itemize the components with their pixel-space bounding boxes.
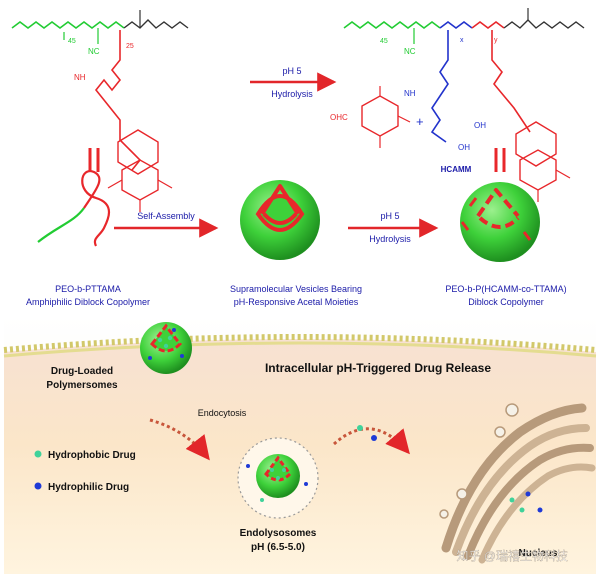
drug-loaded-polymersome — [140, 322, 192, 374]
vesicle-center — [240, 180, 320, 260]
left-sub-45: 45 — [68, 38, 76, 45]
right-caption-line2: Diblock Copolymer — [468, 297, 544, 307]
drug-loaded-label-line1: Drug-Loaded — [51, 366, 113, 377]
left-caption-line2: Amphiphilic Diblock Copolymer — [26, 297, 150, 307]
legend-hydrophilic-label: Hydrophilic Drug — [48, 482, 129, 493]
endolysosome — [237, 437, 319, 519]
right-sub-45: 45 — [380, 38, 388, 45]
legend: Hydrophobic Drug Hydrophilic Drug — [34, 450, 136, 493]
release-arrow-group — [333, 425, 410, 455]
right-caption-line1: PEO-b-P(HCAMM-co-TTAMA) — [445, 284, 566, 294]
top-hydrolysis-arrow: pH 5 Hydrolysis — [250, 66, 337, 99]
self-assembly-label: Self-Assembly — [137, 211, 195, 221]
top-arrow-label-hydrolysis: Hydrolysis — [271, 89, 313, 99]
cell-title: Intracellular pH-Triggered Drug Release — [265, 361, 491, 375]
endolysosomes-label-line1: Endolysosomes — [240, 528, 317, 539]
reaction-plus: + — [416, 114, 424, 129]
equivalence-mark-right — [494, 148, 506, 172]
endocytosis-arrow — [149, 418, 210, 461]
drug-loaded-label-line2: Polymersomes — [46, 380, 118, 391]
right-sub-y: y — [494, 37, 498, 44]
nucleus-label: Nucleus — [519, 548, 558, 559]
watermark: 知乎 @瑞禧生物科技 — [456, 549, 568, 563]
self-assembly-arrow: Self-Assembly — [114, 211, 219, 238]
left-sub-25: 25 — [126, 43, 134, 50]
left-polymer-structure: 45 NC 25 NH — [11, 10, 189, 212]
middle-hydrolysis-arrow: pH 5 Hydrolysis — [348, 211, 439, 244]
legend-hydrophobic-dot — [34, 450, 42, 458]
right-nc: NC — [404, 47, 416, 56]
golgi-er-organelle — [439, 403, 596, 564]
legend-hydrophobic-label: Hydrophobic Drug — [48, 450, 136, 461]
right-oh-2: OH — [458, 143, 470, 152]
middle-arrow-label-ph: pH 5 — [380, 211, 399, 221]
left-caption-line1: PEO-b-PTTAMA — [55, 284, 121, 294]
right-oh-1: OH — [474, 121, 486, 130]
endocytosis-label: Endocytosis — [198, 408, 247, 418]
center-caption-line1: Supramolecular Vesicles Bearing — [230, 284, 362, 294]
aldehyde-ohc: OHC — [330, 113, 348, 122]
right-nh: NH — [404, 89, 416, 98]
left-nc: NC — [88, 47, 100, 56]
endolysosomes-label-line2: pH (6.5-5.0) — [251, 542, 305, 553]
vesicle-right-disrupted — [460, 182, 540, 262]
equivalence-mark-left — [88, 148, 100, 172]
middle-arrow-label-hydrolysis: Hydrolysis — [369, 234, 411, 244]
copolymer-chain-sketch — [37, 170, 111, 247]
legend-hydrophilic-dot — [34, 482, 42, 490]
hcamm-label: HCAMM — [441, 165, 472, 174]
top-arrow-label-ph: pH 5 — [282, 66, 301, 76]
right-sub-x: x — [460, 37, 464, 44]
center-caption-line2: pH-Responsive Acetal Moieties — [234, 297, 359, 307]
left-nh: NH — [74, 73, 86, 82]
right-polymer-structure: 45 NC x y NH OH OH OHC + HCAMM — [330, 8, 585, 202]
